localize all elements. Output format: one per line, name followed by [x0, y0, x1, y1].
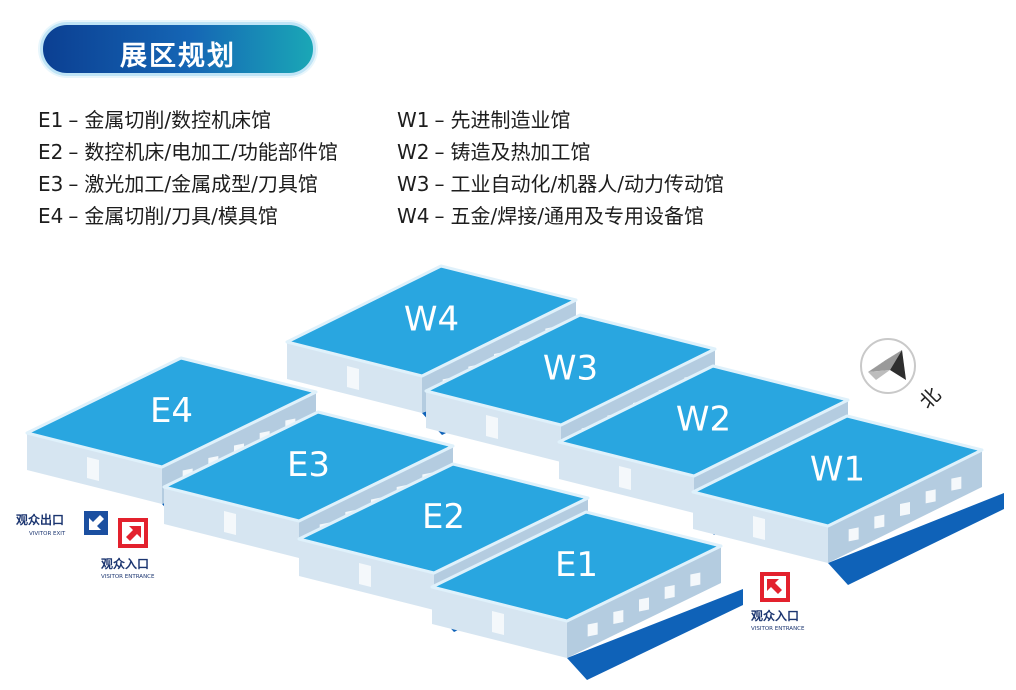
legend-separator: – — [68, 172, 79, 196]
visitor-entrance-sign-east: 观众入口 VISITOR ENTRANCE — [751, 572, 805, 632]
legend-name: 数控机床/电加工/功能部件馆 — [84, 140, 338, 164]
hall-label-e4: E4 — [150, 391, 193, 431]
hall-window — [587, 622, 598, 637]
visitor-exit-sign: 观众出口 VIVITOR EXIT — [16, 511, 108, 537]
legend-item: E3–激光加工/金属成型/刀具馆 — [38, 168, 338, 200]
legend-code: E1 — [38, 108, 64, 132]
hall-door — [87, 457, 99, 481]
legend-item: W2–铸造及热加工馆 — [397, 136, 724, 168]
entrance-west-label-en: VISITOR ENTRANCE — [101, 574, 155, 580]
hall-label-e2: E2 — [422, 497, 465, 537]
legend-separator: – — [68, 140, 79, 164]
legend-separator: – — [68, 204, 79, 228]
legend-name: 先进制造业馆 — [450, 108, 571, 132]
legend-west-halls: W1–先进制造业馆 W2–铸造及热加工馆 W3–工业自动化/机器人/动力传动馆 … — [397, 104, 724, 232]
hall-door — [359, 563, 371, 587]
legend-item: W3–工业自动化/机器人/动力传动馆 — [397, 168, 724, 200]
hall-shadow — [567, 589, 743, 680]
entrance-east-label-cn: 观众入口 — [751, 608, 799, 623]
hall-roof — [297, 462, 590, 575]
legend-code: W4 — [397, 204, 430, 228]
hall-door — [619, 466, 631, 490]
legend-separator: – — [68, 108, 79, 132]
hall-window — [848, 527, 859, 542]
hall-window — [664, 585, 675, 599]
hall-window — [925, 489, 936, 504]
legend-east-halls: E1–金属切削/数控机床馆 E2–数控机床/电加工/功能部件馆 E3–激光加工/… — [38, 104, 338, 232]
legend-name: 铸造及热加工馆 — [450, 140, 591, 164]
legend-item: E4–金属切削/刀具/模具馆 — [38, 200, 338, 232]
legend-code: W2 — [397, 140, 430, 164]
hall-roof — [424, 313, 717, 427]
compass-arrow-icon — [868, 350, 906, 380]
legend-code: W3 — [397, 172, 430, 196]
legend-code: W1 — [397, 108, 430, 132]
title-banner: 展区规划 — [40, 22, 316, 76]
legend-separator: – — [434, 108, 445, 132]
legend-name: 工业自动化/机器人/动力传动馆 — [450, 172, 724, 196]
hall-label-w4: W4 — [404, 300, 459, 340]
legend-item: W4–五金/焊接/通用及专用设备馆 — [397, 200, 724, 232]
legend-name: 金属切削/数控机床馆 — [84, 108, 272, 132]
legend-item: E1–金属切削/数控机床馆 — [38, 104, 338, 136]
legend-code: E2 — [38, 140, 64, 164]
entrance-west-label-cn: 观众入口 — [101, 556, 149, 571]
hall-window — [690, 572, 701, 587]
hall-door — [224, 511, 236, 535]
legend-name: 金属切削/刀具/模具馆 — [84, 204, 278, 228]
hall-window — [639, 597, 649, 612]
legend-separator: – — [434, 204, 445, 228]
legend-separator: – — [434, 140, 445, 164]
legend-code: E3 — [38, 172, 64, 196]
hall-roof — [25, 356, 318, 469]
hall-door — [492, 611, 504, 635]
legend-code: E4 — [38, 204, 64, 228]
legend-name: 激光加工/金属成型/刀具馆 — [84, 172, 318, 196]
hall-roof — [430, 510, 723, 623]
hall-roof — [162, 410, 455, 523]
hall-label-w2: W2 — [676, 400, 731, 440]
hall-label-w3: W3 — [543, 349, 598, 389]
hall-door — [486, 415, 498, 439]
hall-shadow — [828, 493, 1004, 585]
north-label: 北 — [914, 382, 945, 413]
hall-w1: W1 — [691, 414, 1004, 585]
entrance-east-label-en: VISITOR ENTRANCE — [751, 626, 805, 632]
hall-e1: E1 — [430, 510, 743, 680]
hall-window — [613, 610, 624, 624]
entrance-arrow-icon — [767, 579, 782, 594]
exit-label-en: VIVITOR EXIT — [29, 531, 66, 537]
hall-roof — [557, 364, 850, 478]
hall-window — [951, 476, 962, 491]
hall-label-e3: E3 — [287, 445, 330, 485]
hall-door — [753, 516, 765, 540]
exit-label-cn: 观众出口 — [16, 512, 64, 527]
hall-window — [874, 514, 885, 529]
legend-item: E2–数控机床/电加工/功能部件馆 — [38, 136, 338, 168]
legend-separator: – — [434, 172, 445, 196]
hall-roof — [691, 414, 984, 528]
legend-item: W1–先进制造业馆 — [397, 104, 724, 136]
page-title: 展区规划 — [120, 41, 236, 72]
hall-window — [900, 502, 910, 516]
compass: 北 — [860, 338, 946, 414]
hall-label-e1: E1 — [555, 545, 598, 585]
exit-arrow-icon — [89, 515, 104, 530]
hall-door — [347, 366, 359, 390]
hall-roof — [285, 264, 578, 378]
hall-label-w1: W1 — [810, 450, 865, 490]
legend-name: 五金/焊接/通用及专用设备馆 — [450, 204, 704, 228]
visitor-entrance-sign-west: 观众入口 VISITOR ENTRANCE — [101, 518, 155, 580]
entrance-arrow-icon — [126, 526, 141, 541]
